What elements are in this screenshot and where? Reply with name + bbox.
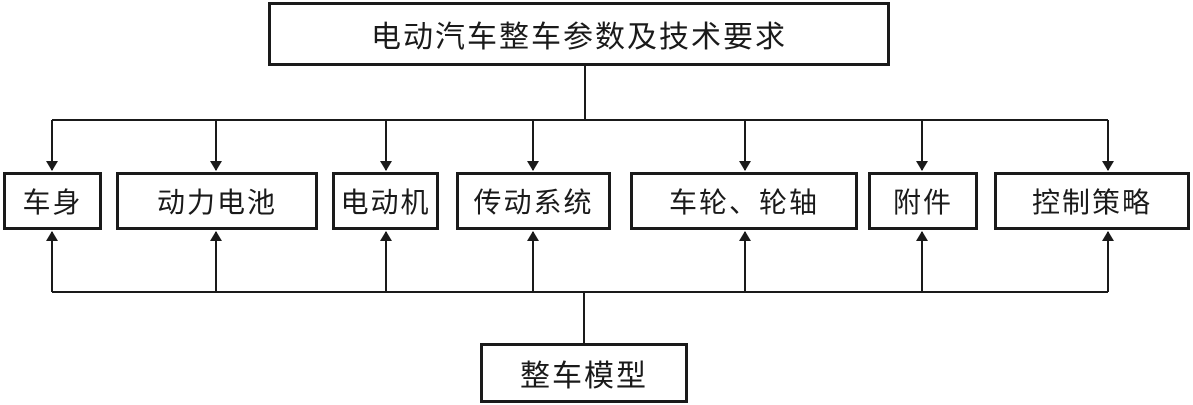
- accessories-label: 附件: [892, 186, 953, 219]
- vehicle-requirements-box: 电动汽车整车参数及技术要求: [268, 2, 890, 66]
- motor-box: 电动机: [332, 172, 439, 230]
- car-body-box: 车身: [3, 172, 102, 230]
- car-body-label: 车身: [22, 186, 83, 219]
- vehicle-model-label: 整车模型: [520, 359, 648, 394]
- wheels-axles-label: 车轮、轮轴: [668, 186, 819, 219]
- wheels-axles-box: 车轮、轮轴: [630, 172, 858, 230]
- control-strategy-box: 控制策略: [994, 172, 1190, 230]
- transmission-label: 传动系统: [473, 186, 594, 219]
- vehicle-requirements-label: 电动汽车整车参数及技术要求: [371, 20, 787, 55]
- motor-label: 电动机: [340, 186, 431, 219]
- transmission-box: 传动系统: [456, 172, 611, 230]
- vehicle-model-box: 整车模型: [480, 343, 688, 403]
- accessories-box: 附件: [868, 172, 978, 230]
- power-battery-label: 动力电池: [156, 186, 277, 219]
- power-battery-box: 动力电池: [116, 172, 318, 230]
- control-strategy-label: 控制策略: [1031, 186, 1152, 219]
